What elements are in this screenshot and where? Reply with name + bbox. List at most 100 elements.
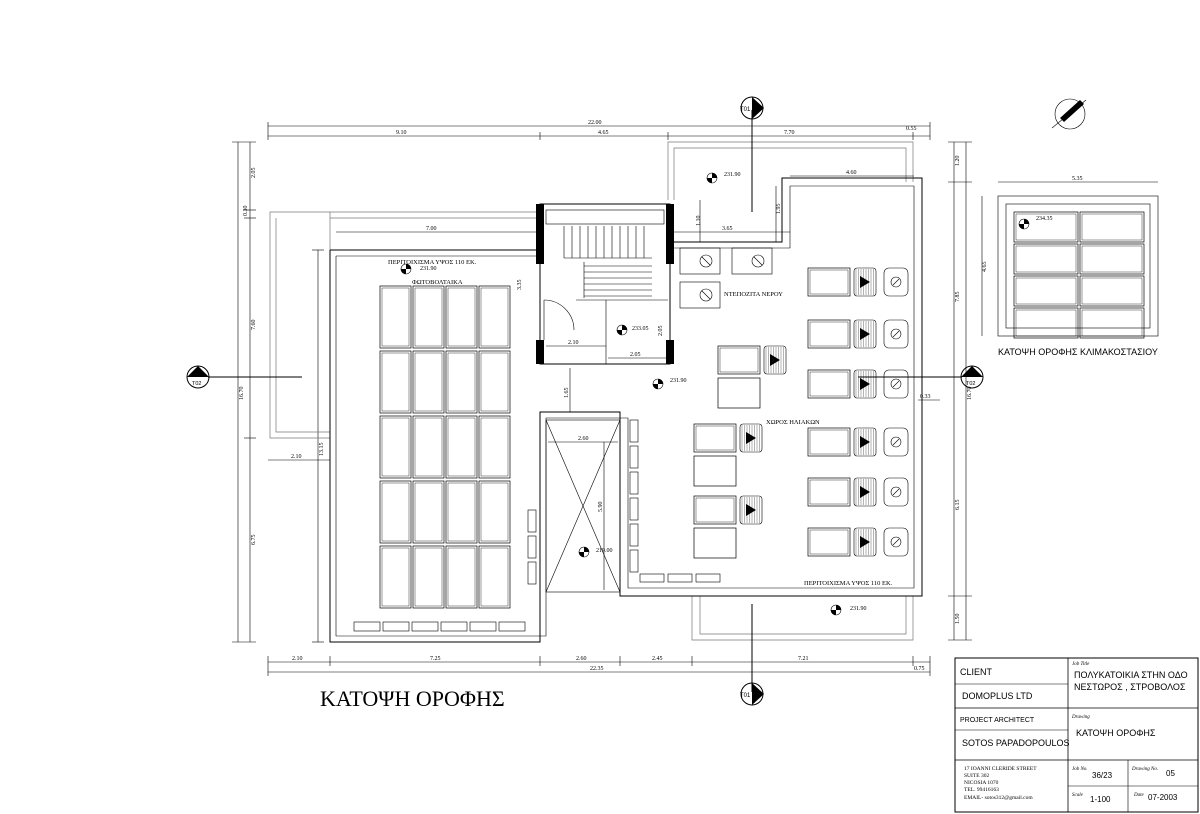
dim-stair-335: 3.35	[517, 280, 523, 291]
wall-fixture	[469, 621, 497, 632]
pv-panel-inner	[414, 417, 443, 477]
wall-fixture	[382, 621, 410, 632]
pv-panel-inner	[381, 352, 410, 412]
solar-tank-arrow	[860, 328, 870, 340]
solar-collector-inner	[719, 347, 759, 373]
pv-panel-inner	[381, 482, 410, 542]
pv-panel-inner	[414, 482, 443, 542]
date-label: Date	[1133, 793, 1145, 798]
wall-fixture	[440, 621, 468, 632]
level-6: 231.90	[850, 606, 867, 612]
pv-panel	[412, 350, 445, 414]
solar-valve-stroke	[892, 438, 900, 446]
wall-fixture	[527, 509, 537, 533]
left-dimension-chain	[232, 141, 324, 643]
solar-collector	[717, 377, 761, 409]
pv-panel	[478, 415, 511, 479]
pv-panel-inner	[447, 547, 476, 607]
wall-fixture	[639, 573, 665, 583]
pv-panel	[412, 285, 445, 349]
solar-tank	[853, 477, 877, 507]
level-marker-3	[616, 324, 628, 336]
solar-valve-stroke	[892, 538, 900, 546]
inset-panel-inner	[1015, 309, 1077, 337]
solar-heaters	[693, 267, 909, 559]
solar-tank-arrow	[860, 276, 870, 288]
pv-panel	[445, 285, 478, 349]
solar-valve-stroke	[892, 488, 900, 496]
solar-collector-inner	[809, 429, 849, 455]
solar-collector	[693, 423, 737, 453]
pv-panel	[379, 415, 412, 479]
solar-valve-box	[883, 477, 909, 507]
level-3: 233.05	[632, 326, 649, 332]
level-marker-4	[652, 378, 664, 390]
dim-shaft-590: 5.90	[598, 502, 604, 513]
address-line-3: NICOSIA 1070	[964, 780, 999, 786]
dim-upper-460: 4.60	[846, 170, 857, 176]
wall-fixture	[629, 523, 639, 547]
solar-collector	[807, 477, 851, 507]
parapet-label-top: ΠΕΡΙΤΟΙΧΙΣΜΑ ΥΨΟΣ 110 ΕΚ.	[388, 259, 477, 266]
pv-panel	[478, 480, 511, 544]
parapet-wall-outer	[329, 177, 923, 643]
pv-panel-inner	[480, 482, 509, 542]
section-right: T02	[966, 381, 975, 387]
inset-panel	[1079, 275, 1145, 307]
section-marker-top	[740, 96, 764, 212]
dim-upper-110: 1.10	[696, 216, 702, 227]
pv-panel	[412, 545, 445, 609]
pv-panel-inner	[414, 547, 443, 607]
dim-right-120: 1.20	[955, 156, 961, 167]
section-marker-right	[858, 365, 984, 389]
wall-fixture	[629, 497, 639, 521]
client-label: CLIENT	[960, 667, 993, 677]
address-line-2: SUITE 302	[964, 773, 989, 779]
solar-collector-inner	[809, 269, 849, 295]
solar-tank	[739, 423, 763, 453]
solar-tank-arrow	[860, 436, 870, 448]
solar-valve	[890, 486, 902, 498]
solar-collector	[717, 345, 761, 375]
solar-tank-arrow	[860, 378, 870, 390]
pv-panel-inner	[480, 417, 509, 477]
job-title-line1: ΠΟΛΥΚΑΤΟΙΚΙΑ ΣΤΗΝ ΟΔΟ	[1074, 670, 1188, 680]
pv-panel-inner	[447, 287, 476, 347]
level-marker-5	[578, 546, 590, 558]
solar-valve-box	[883, 319, 909, 349]
pv-panel	[379, 545, 412, 609]
dim-top-c: 7.70	[784, 130, 795, 136]
pv-panel	[478, 545, 511, 609]
wall-fixture	[629, 445, 639, 469]
section-left: T02	[192, 381, 201, 387]
dim-shaft-165: 1.65	[564, 388, 570, 399]
pv-panel	[478, 350, 511, 414]
solar-collector	[807, 527, 851, 557]
address-line-4: TEL. 99416163	[964, 787, 999, 793]
wall-fixtures	[353, 419, 721, 632]
stair-dim-lines	[546, 345, 668, 359]
solar-label: ΧΩΡΟΣ ΗΛΙΑΚΩΝ	[766, 419, 820, 426]
pv-panel	[445, 415, 478, 479]
tanks-label: ΝΤΕΠΟΖΙΤΑ ΝΕΡΟΥ	[724, 291, 783, 298]
inset-panel	[1013, 243, 1079, 275]
pv-panel-inner	[381, 417, 410, 477]
address-line-1: 17 IOANNI CLERIDE STREET	[964, 766, 1037, 772]
level-2: 231.90	[724, 172, 741, 178]
drawing-label: Drawing	[1071, 715, 1090, 720]
solar-valve	[890, 536, 902, 548]
solar-collector	[807, 427, 851, 457]
inset-panel-inner	[1015, 213, 1077, 241]
solar-tank	[853, 427, 877, 457]
balcony-outlines	[269, 141, 914, 641]
wall-fixture	[629, 419, 639, 443]
section-marker-bottom	[740, 604, 764, 706]
solar-valve-stroke	[892, 380, 900, 388]
wall-fixture	[353, 621, 381, 632]
pv-panel-inner	[414, 352, 443, 412]
dim-bot-260: 2.60	[576, 656, 587, 662]
solar-collector	[693, 527, 737, 559]
level-marker-2	[706, 172, 718, 184]
solar-collector-inner	[695, 497, 735, 523]
solar-tank-arrow	[746, 432, 756, 444]
